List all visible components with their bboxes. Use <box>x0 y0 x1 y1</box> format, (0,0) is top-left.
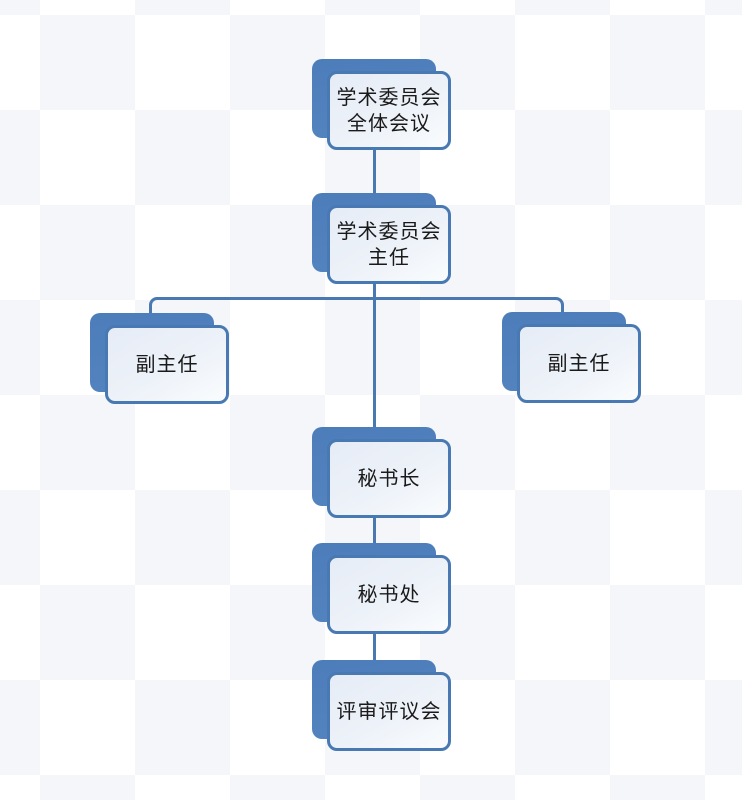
node-label-line: 副主任 <box>547 352 611 375</box>
connector-branch-rail <box>149 297 564 313</box>
node-front-card: 学术委员会 全体会议 <box>327 71 451 150</box>
node-label-line: 评审评议会 <box>336 700 442 723</box>
node-front-card: 学术委员会 主任 <box>327 205 451 284</box>
node-label-line: 学术委员会 <box>336 220 442 243</box>
org-node-secretary-general: 秘书长 <box>312 427 451 518</box>
connector-secretary-general-secretariat <box>373 518 376 543</box>
connector-director-secretary-general <box>373 284 376 427</box>
node-label-line: 秘书处 <box>357 583 421 606</box>
node-label-line: 副主任 <box>135 353 199 376</box>
connector-plenary-director <box>373 150 376 193</box>
org-node-director: 学术委员会 主任 <box>312 193 451 284</box>
node-front-card: 副主任 <box>105 325 229 404</box>
node-label-line: 全体会议 <box>347 112 431 135</box>
org-node-plenary: 学术委员会 全体会议 <box>312 59 451 150</box>
node-front-card: 评审评议会 <box>327 672 451 751</box>
org-node-review-council: 评审评议会 <box>312 660 451 751</box>
node-label-line: 主任 <box>368 246 410 269</box>
org-node-deputy-left: 副主任 <box>90 313 229 404</box>
node-front-card: 副主任 <box>517 324 641 403</box>
node-front-card: 秘书长 <box>327 439 451 518</box>
org-node-secretariat: 秘书处 <box>312 543 451 634</box>
node-label-line: 学术委员会 <box>336 86 442 109</box>
node-front-card: 秘书处 <box>327 555 451 634</box>
connector-secretariat-review-council <box>373 634 376 660</box>
org-node-deputy-right: 副主任 <box>502 312 641 403</box>
node-label-line: 秘书长 <box>357 467 421 490</box>
